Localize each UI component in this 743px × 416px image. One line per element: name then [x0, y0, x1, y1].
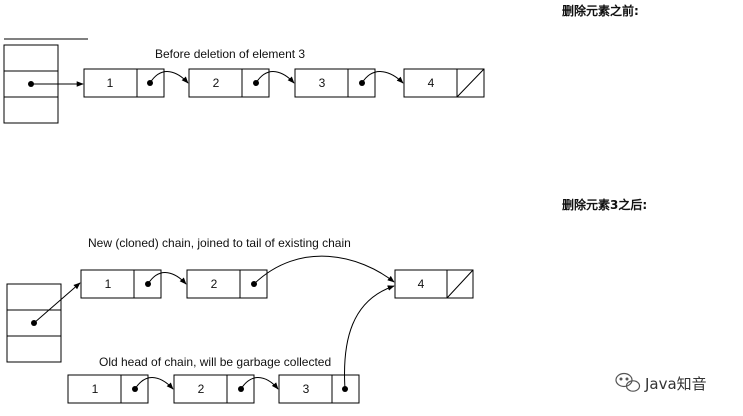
- list-node-before-1: 1: [83, 68, 165, 98]
- list-node-before-3: 3: [294, 68, 376, 98]
- next-pointer-before-3: [361, 71, 404, 84]
- new-chain-node-2: 2: [186, 269, 268, 299]
- old-chain-node-3: 3: [278, 374, 360, 404]
- node-value: 2: [213, 76, 220, 90]
- watermark-text: Java知音: [644, 375, 707, 393]
- list-node-before-4: 4: [403, 68, 485, 98]
- null-terminator: [446, 269, 474, 299]
- new-chain-caption: New (cloned) chain, joined to tail of ex…: [88, 236, 351, 250]
- watermark: Java知音: [615, 372, 707, 393]
- old-chain-pointer-to-tail: [344, 285, 395, 390]
- node-value: 1: [105, 277, 112, 291]
- old-chain-node-1: 1: [67, 374, 149, 404]
- old-chain-pointer-2: [240, 377, 279, 390]
- node-value: 1: [92, 382, 99, 396]
- before-heading: 删除元素之前:: [562, 3, 639, 18]
- new-chain-pointer-to-tail: [253, 255, 395, 285]
- new-chain-pointer-1: [147, 272, 187, 285]
- node-value: 3: [319, 76, 326, 90]
- old-chain-node-2: 2: [173, 374, 255, 404]
- node-value: 2: [198, 382, 205, 396]
- new-chain-node-1: 1: [80, 269, 162, 299]
- next-pointer-before-2: [255, 71, 295, 84]
- node-value: 4: [418, 277, 425, 291]
- node-value: 2: [211, 277, 218, 291]
- null-terminator: [456, 68, 485, 98]
- head-pointer-after: [33, 282, 81, 324]
- tail-node-4: 4: [394, 269, 474, 299]
- wechat-icon: [615, 372, 641, 392]
- list-node-before-2: 2: [188, 68, 270, 98]
- node-value: 3: [303, 382, 310, 396]
- after-heading: 删除元素3之后:: [562, 197, 647, 212]
- old-chain-pointer-1: [134, 377, 174, 390]
- old-chain-caption: Old head of chain, will be garbage colle…: [99, 355, 331, 369]
- before-caption: Before deletion of element 3: [155, 47, 305, 61]
- next-pointer-before-1: [149, 71, 189, 84]
- node-value: 4: [428, 76, 435, 90]
- node-value: 1: [107, 76, 114, 90]
